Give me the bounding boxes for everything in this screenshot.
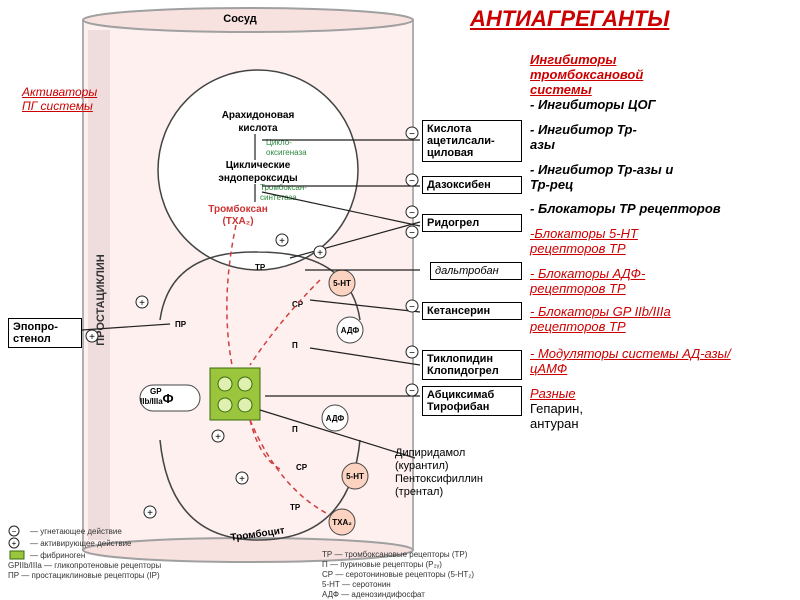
activators-label: Активаторы ПГ системы <box>22 85 97 113</box>
adf-badge-label-bottom: АДФ <box>326 414 345 423</box>
legend-item-inhibit: — угнетающее действие <box>30 527 122 536</box>
cyclooxygenase-label-2: оксигеназа <box>266 148 307 157</box>
right-col-item-8: - Модуляторы системы АД-азы/цАМФ <box>530 346 731 376</box>
svg-text:−: − <box>409 228 415 239</box>
legend-item-sr: СР — серотониновые рецепторы (5-НТ₂) <box>322 570 475 579</box>
right-column: Ингибиторы тромбоксановой системы - Инги… <box>530 52 798 431</box>
svg-text:−: − <box>409 348 415 359</box>
svg-text:+: + <box>89 332 95 343</box>
abciximab-line-1: Абциксимаб <box>427 389 495 401</box>
right-col-item-3: - Ингибитор Тр-азы и Тр-рец <box>530 162 674 192</box>
legend-item-activate: — активирующее действие <box>30 539 132 548</box>
vessel-label: Сосуд <box>223 13 256 25</box>
right-col-item-9: Разные <box>530 386 576 401</box>
sr-receptor-label-bottom: СР <box>296 463 308 472</box>
svg-text:+: + <box>239 474 245 485</box>
right-col-item-6: - Блокаторы АДФ-рецепторов ТР <box>530 266 646 296</box>
epoprostenol-line-2: стенол <box>13 333 51 345</box>
middle-drugs: Дипиридамол (курантил) Пентоксифиллин (т… <box>395 447 483 499</box>
asa-line-2: ацетилсали- <box>427 135 495 147</box>
ticlopidine-box: Тиклопидин Клопидогрел <box>422 350 522 380</box>
pr-receptor-label: ПР <box>175 320 187 329</box>
fibrinogen-bridge <box>139 367 261 421</box>
txa2-label: (ТХА₂) <box>222 216 253 227</box>
ht5-badge-label-bottom: 5-НТ <box>346 472 364 481</box>
ridogrel-box: Ридогрел <box>422 214 522 232</box>
tp-receptor-label-bottom: ТР <box>290 503 301 512</box>
legend-item-p: П — пуриновые рецепторы (P₂ᵧ) <box>322 560 442 569</box>
tp-receptor-label: ТР <box>255 263 266 272</box>
middle-drug-2: (курантил) <box>395 460 449 472</box>
legend-item-tp: ТР — тромбоксановые рецепторы (ТР) <box>322 550 468 559</box>
page-title: АНТИАГРЕГАНТЫ <box>470 6 670 31</box>
right-col-item-4: - Блокаторы ТР рецепторов <box>530 201 721 216</box>
thromboxane-synthase-label: Тромбоксан- <box>260 183 307 192</box>
legend-item-fibrinogen: — фибриноген <box>30 551 86 560</box>
endoperoxides-label-2: эндопероксиды <box>218 173 297 184</box>
svg-text:+: + <box>147 508 153 519</box>
right-col-item-1: - Ингибиторы ЦОГ <box>530 97 656 112</box>
legend-item-pr: ПР — простациклиновые рецепторы (IP) <box>8 571 160 580</box>
thromboxane-label: Тромбоксан <box>208 203 268 215</box>
arachidonic-acid-label-2: кислота <box>238 123 278 134</box>
ht5-badge-label: 5-НТ <box>333 279 351 288</box>
p-receptor-label-bottom: П <box>292 425 298 434</box>
epoprostenol-line-1: Эпопро- <box>13 321 58 333</box>
svg-text:−: − <box>409 208 415 219</box>
svg-text:+: + <box>12 539 17 548</box>
svg-text:−: − <box>409 176 415 187</box>
f-receptor-label: Ф <box>162 391 173 406</box>
legend-item-gp: GPIIb/IIIa — гликопротеновые рецепторы <box>8 561 162 570</box>
sr-receptor-label: СР <box>292 300 304 309</box>
adf-badge-label: АДФ <box>341 326 360 335</box>
asa-box: Кислота ацетилсали- циловая <box>422 120 522 162</box>
right-col-item-10: Гепарин, антуран <box>530 401 583 431</box>
middle-drug-1: Дипиридамол <box>395 447 466 459</box>
ticlopidine-line-1: Тиклопидин <box>427 353 494 365</box>
right-col-item-0: Ингибиторы тромбоксановой системы <box>530 52 644 97</box>
svg-text:+: + <box>317 248 323 259</box>
legend-item-adf: АДФ — аденозиндифосфат <box>322 590 425 599</box>
svg-text:−: − <box>409 129 415 140</box>
platelet-top <box>157 69 361 541</box>
gp-receptor-label: GP <box>150 387 162 396</box>
activators-line-2: ПГ системы <box>22 99 93 113</box>
gp-receptor-label-2: IIb/IIIa <box>140 397 163 406</box>
right-col-item-2: - Ингибитор Тр-азы <box>530 122 637 152</box>
cyclooxygenase-label: Цикло- <box>266 138 292 147</box>
svg-text:+: + <box>279 236 285 247</box>
prostacyclin-label: ПРОСТАЦИКЛИН <box>95 254 107 346</box>
txa2-badge-label-bottom: ТХА₂ <box>332 518 352 527</box>
endoperoxides-label: Циклические <box>226 160 291 171</box>
middle-drug-4: (трентал) <box>395 486 444 498</box>
svg-text:+: + <box>139 298 145 309</box>
svg-text:−: − <box>409 386 415 397</box>
daltroban-box: дальтробан <box>430 262 522 280</box>
abciximab-line-2: Тирофибан <box>427 401 490 413</box>
legend-left: — угнетающее действие — активирующее дей… <box>8 527 161 581</box>
asa-line-1: Кислота <box>427 123 472 135</box>
legend-right: ТР — тромбоксановые рецепторы (ТР) П — п… <box>322 550 474 600</box>
right-col-item-7: - Блокаторы GP IIb/IIIa рецепторов ТР <box>530 304 671 334</box>
activators-line-1: Активаторы <box>22 85 98 99</box>
middle-drug-3: Пентоксифиллин <box>395 473 483 485</box>
thromboxane-synthase-label-2: синтетаза <box>260 193 297 202</box>
svg-text:−: − <box>409 302 415 313</box>
ketanserin-box: Кетансерин <box>422 302 522 320</box>
p-receptor-label: П <box>292 341 298 350</box>
asa-line-3: циловая <box>427 147 474 159</box>
arachidonic-acid-label: Арахидоновая <box>222 110 295 121</box>
svg-text:+: + <box>215 432 221 443</box>
epoprostenol-box: Эпопро- стенол <box>8 318 82 348</box>
legend-item-5ht: 5-НТ — серотонин <box>322 580 391 589</box>
dazoxiben-box: Дазоксибен <box>422 176 522 194</box>
ticlopidine-line-2: Клопидогрел <box>427 365 499 377</box>
svg-text:−: − <box>12 527 17 536</box>
abciximab-box: Абциксимаб Тирофибан <box>422 386 522 416</box>
right-col-item-5: -Блокаторы 5-НТ рецепторов ТР <box>530 226 638 256</box>
